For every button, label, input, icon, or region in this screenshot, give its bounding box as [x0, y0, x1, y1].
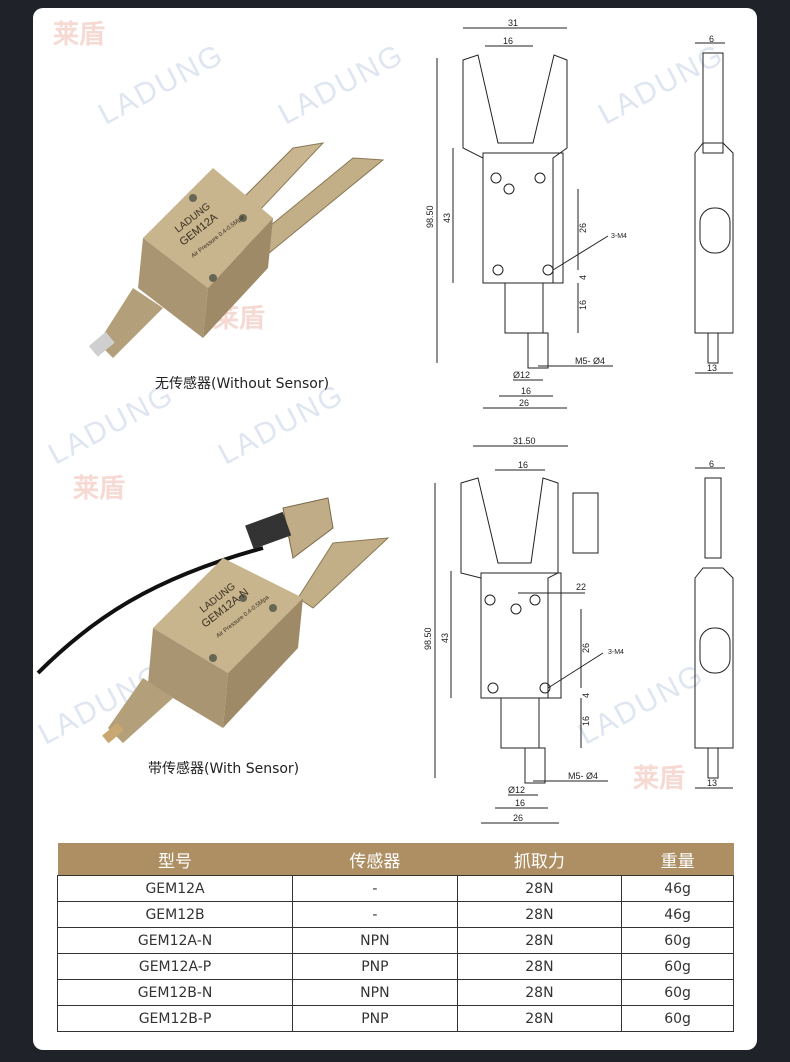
dim-hole: 3-M4: [608, 649, 624, 656]
watermark: LADUNG: [273, 37, 410, 132]
cell-sensor: -: [292, 875, 458, 902]
dim-body: 43: [442, 213, 452, 223]
dimension-drawing-side-2: 6 13: [694, 459, 734, 789]
cell-force: 28N: [456, 901, 623, 928]
dimension-drawing-side-1: 6 13: [694, 34, 734, 374]
dim-height: 98.50: [425, 205, 435, 228]
dim-hole-pitch: 26: [578, 223, 588, 233]
cell-sensor: PNP: [292, 953, 458, 980]
cell-sensor: NPN: [292, 979, 458, 1006]
cell-model: GEM12A: [56, 875, 294, 902]
dim-width-top: 31: [508, 18, 518, 28]
product-photo-without-sensor: LADUNG GEM12A Air Pressure 0.4-0.5Mpa: [88, 142, 385, 358]
table-header-row: 型号 传感器 抓取力 重量: [57, 843, 734, 876]
dim-dia: Ø12: [508, 785, 525, 795]
dim-height: 98.50: [423, 627, 433, 650]
dim-neck: 16: [578, 300, 588, 310]
cell-model: GEM12B: [56, 901, 294, 928]
dim-jaw: 16: [518, 460, 528, 470]
dim-hole: 3-M4: [611, 233, 627, 240]
dim-base26: 26: [519, 398, 529, 408]
cell-weight: 46g: [621, 901, 734, 928]
cell-force: 28N: [456, 875, 623, 902]
cell-force: 28N: [456, 1005, 623, 1032]
dim-jaw: 16: [503, 36, 513, 46]
cell-weight: 60g: [621, 979, 734, 1006]
product-sheet: LADUNG LADUNG LADUNG LADUNG LADUNG LADUN…: [33, 8, 757, 1050]
header-weight: 重量: [621, 843, 734, 876]
dimension-drawing-front-2: 31.50 16 98.50 43 22 26 3-M4 4 16 M5- Ø4…: [423, 436, 624, 824]
dim-base16: 16: [515, 798, 525, 808]
caption-with-sensor: 带传感器(With Sensor): [148, 761, 300, 777]
cell-model: GEM12B-P: [56, 1005, 294, 1032]
watermark-cn: 莱盾: [633, 764, 686, 794]
cell-model: GEM12A-N: [56, 927, 294, 954]
dim-offset: 4: [581, 693, 591, 698]
dim-hole-pitch: 26: [581, 643, 591, 653]
dim-dia: Ø12: [513, 370, 530, 380]
cell-sensor: -: [292, 901, 458, 928]
header-model: 型号: [57, 843, 293, 876]
dim-neck: 16: [581, 716, 591, 726]
cell-weight: 60g: [621, 1005, 734, 1032]
dim-side-bottom: 13: [707, 778, 717, 788]
dim-port: M5- Ø4: [568, 771, 598, 781]
watermark: LADUNG: [93, 37, 230, 132]
dim-width-top: 31.50: [513, 436, 536, 446]
dimension-drawing-front-1: 31 16 98.50 43 26 3-M4 4 16 M5- Ø4 Ø12 1…: [425, 18, 627, 409]
watermark-cn: 莱盾: [53, 20, 106, 50]
cell-sensor: PNP: [292, 1005, 458, 1032]
cell-force: 28N: [456, 979, 623, 1006]
cell-weight: 60g: [621, 927, 734, 954]
header-force: 抓取力: [457, 843, 622, 876]
cell-weight: 60g: [621, 953, 734, 980]
cell-weight: 46g: [621, 875, 734, 902]
cell-force: 28N: [456, 927, 623, 954]
dim-port: M5- Ø4: [575, 356, 605, 366]
dim-body: 43: [440, 633, 450, 643]
dim-sensor: 22: [576, 582, 586, 592]
product-photo-with-sensor: LADUNG GEM12A-N Air Pressure 0.4-0.5Mpa: [36, 497, 390, 744]
dim-side-bottom: 13: [707, 363, 717, 373]
cell-model: GEM12B-N: [56, 979, 294, 1006]
dim-side-top: 6: [709, 459, 714, 469]
dim-offset: 4: [578, 275, 588, 280]
dim-base26: 26: [513, 813, 523, 823]
watermark-cn: 莱盾: [73, 474, 126, 504]
dim-base16: 16: [521, 386, 531, 396]
cell-model: GEM12A-P: [56, 953, 294, 980]
cell-force: 28N: [456, 953, 623, 980]
header-sensor: 传感器: [292, 843, 458, 876]
caption-without-sensor: 无传感器(Without Sensor): [155, 376, 330, 392]
cell-sensor: NPN: [292, 927, 458, 954]
dim-side-top: 6: [709, 34, 714, 44]
